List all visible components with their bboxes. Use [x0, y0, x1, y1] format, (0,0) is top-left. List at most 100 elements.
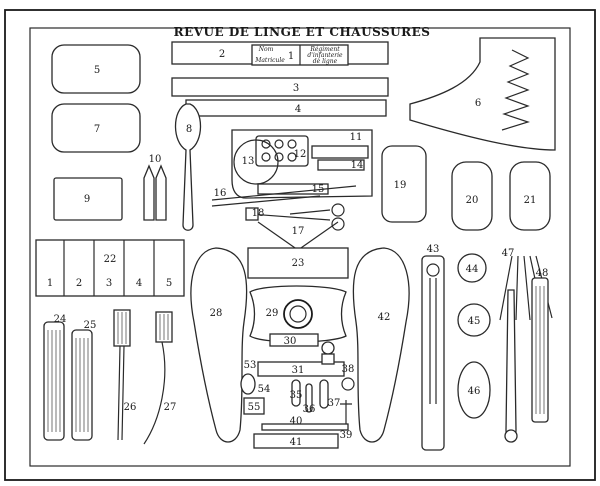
- item-29-cloth: [249, 285, 347, 343]
- item-10-cartridge-b: [155, 164, 167, 221]
- item-21-cap: [509, 161, 551, 231]
- inner-frame: [29, 27, 571, 467]
- item-44-disc: [457, 253, 487, 283]
- item-13-thread: [233, 139, 279, 185]
- item-42-sole: [352, 247, 410, 443]
- label-23: 23: [292, 258, 305, 269]
- label-3: 3: [293, 83, 299, 94]
- label-1: 1: [288, 51, 294, 62]
- label-35: 35: [290, 390, 303, 401]
- medallion: [283, 299, 313, 329]
- label-19: 19: [394, 180, 407, 191]
- item-31-bar: [257, 361, 345, 377]
- label-55: 55: [248, 402, 261, 413]
- label-38: 38: [342, 364, 355, 375]
- item-38-ring: [341, 377, 355, 391]
- item-41-strip: [253, 433, 339, 449]
- sub-3: 3: [106, 278, 112, 289]
- label-44: 44: [466, 264, 479, 275]
- item-9-socks: [53, 177, 123, 221]
- label-29: 29: [266, 308, 279, 319]
- label-53: 53: [244, 360, 257, 371]
- item-46-disc: [457, 361, 491, 419]
- item-12-buttons: [255, 135, 309, 167]
- item-30-plate: [269, 333, 319, 347]
- label-11: 11: [350, 132, 363, 143]
- item-3-strip: [171, 77, 389, 97]
- label-40: 40: [290, 416, 303, 427]
- item-11-brush: [311, 145, 369, 159]
- item-17-scissors: [249, 209, 331, 221]
- label-5: 5: [94, 65, 100, 76]
- sub-4: 4: [136, 278, 142, 289]
- label-37: 37: [328, 398, 341, 409]
- label-27: 27: [164, 402, 177, 413]
- item-43-rod: [421, 255, 445, 451]
- item-7-drawers: [51, 103, 141, 153]
- label-24: 24: [54, 314, 67, 325]
- item-14-comb: [317, 159, 365, 171]
- item-16-razor: [211, 185, 357, 207]
- item-5-shirt: [51, 44, 141, 94]
- label-25: 25: [84, 320, 97, 331]
- item-45-disc: [457, 303, 491, 337]
- label-21: 21: [524, 195, 537, 206]
- sub-5: 5: [166, 278, 172, 289]
- label-28: 28: [210, 308, 223, 319]
- tag-regiment: Régiment: [309, 46, 340, 53]
- label-43: 43: [427, 244, 440, 255]
- label-46: 46: [468, 386, 481, 397]
- item-20-cap: [451, 161, 493, 231]
- label-8: 8: [186, 124, 192, 135]
- label-12: 12: [294, 149, 307, 160]
- outer-frame: [4, 9, 596, 481]
- label-20: 20: [466, 195, 479, 206]
- tag-infanterie: d'infanterie: [307, 52, 343, 59]
- plate-title: REVUE DE LINGE ET CHAUSSURES: [174, 25, 431, 39]
- label-9: 9: [84, 194, 90, 205]
- label-17: 17: [292, 226, 305, 237]
- item-19-pouch: [381, 145, 427, 223]
- label-47: 47: [502, 248, 515, 259]
- item-24-brush: [43, 321, 65, 441]
- label-18: 18: [252, 208, 265, 219]
- item-47-whisk: [499, 255, 553, 321]
- item-10-cartridge-a: [143, 164, 155, 221]
- item-28-sole: [190, 247, 248, 443]
- label-45: 45: [468, 316, 481, 327]
- label-30: 30: [284, 336, 297, 347]
- item-39-key: [340, 400, 352, 426]
- item-54-egg: [240, 373, 256, 395]
- label-14: 14: [351, 160, 364, 171]
- label-6: 6: [475, 98, 481, 109]
- label-31: 31: [292, 365, 305, 376]
- label-2: 2: [219, 49, 225, 60]
- item-55-box: [243, 397, 265, 415]
- label-16: 16: [214, 188, 227, 199]
- item-4-strip: [185, 99, 387, 117]
- item-6-gaiter: [409, 37, 556, 151]
- item-25-brush: [71, 329, 93, 441]
- label-36: 36: [303, 404, 316, 415]
- label-13: 13: [242, 156, 255, 167]
- label-4: 4: [295, 104, 301, 115]
- item-8-spoon: [174, 103, 202, 231]
- label-48: 48: [536, 268, 549, 279]
- tag-nom: Nom: [258, 46, 274, 53]
- label-7: 7: [94, 124, 100, 135]
- label-41: 41: [290, 437, 303, 448]
- label-26: 26: [124, 402, 137, 413]
- sub-1: 1: [47, 278, 53, 289]
- tag-ligne: de ligne: [313, 58, 338, 65]
- tag-matricule: Matricule: [254, 57, 285, 64]
- label-42: 42: [378, 312, 391, 323]
- label-39: 39: [340, 430, 353, 441]
- label-54: 54: [258, 384, 271, 395]
- label-22: 22: [104, 254, 117, 265]
- label-10: 10: [149, 154, 162, 165]
- item-18-file: [245, 207, 259, 221]
- sub-2: 2: [76, 278, 82, 289]
- item-23-strip: [247, 247, 349, 279]
- item-22-handkerchiefs: [35, 239, 185, 297]
